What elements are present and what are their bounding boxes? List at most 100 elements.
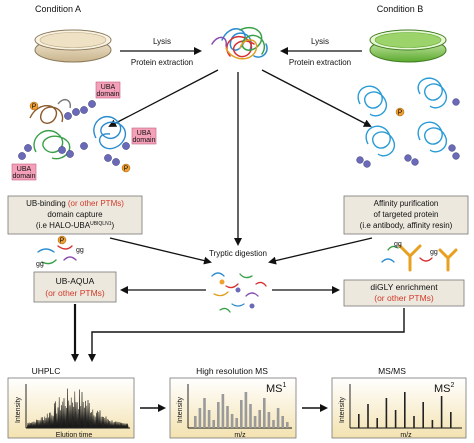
svg-text:P: P [60,238,65,245]
affinity-line-3: (i.e antibody, affinity resin) [360,221,453,230]
ms1-peak [198,408,202,428]
uba-domain-label: UBA [17,166,32,173]
ms2-peak [376,418,378,428]
svg-text:gg: gg [394,241,402,248]
uba-domain-label: domain [13,173,36,180]
ms1-peak [276,408,280,428]
ubiquitin-chain [356,98,460,168]
peptide-mixture-illustration [211,272,267,313]
ms2-title: MS/MS [378,366,406,376]
ms2-peak [422,402,424,428]
svg-text:P: P [32,104,37,111]
ms2-tag: MS2 [434,382,455,395]
affinity-line-1: Affinity purification [374,199,439,208]
petri-dish-b [369,29,447,63]
ms2-peak [358,414,360,428]
ms1-peak [230,414,234,428]
uhplc-ylabel: Intensity [15,396,22,423]
chromatogram-trace [26,388,129,429]
antibody-icon [398,244,422,272]
antibody-icon [438,248,458,272]
uba-domain-label: UBA [137,130,152,137]
ms1-peak [226,406,229,428]
uhplc-xlabel: Elution time [56,432,93,439]
ms1-peak [194,416,197,428]
protein-extraction-label-right: Protein extraction [289,58,351,67]
ms1-peak [212,420,215,428]
digly-enrichment-box [343,279,465,307]
ms2-peak [440,396,443,428]
ub-binding-example: (i.e HALO-UBAUBIQLN1) [36,221,115,230]
ms2-peak [450,412,452,428]
ub-aqua-ptm-note: (or other PTMs) [45,288,105,298]
svg-text:P: P [398,110,403,117]
ms1-ylabel: Intensity [177,396,184,423]
svg-text:P: P [124,166,129,173]
ms1-xlabel: m/z [234,432,246,439]
uba-domain-box [11,163,37,181]
ms2-xlabel: m/z [400,432,412,439]
ms1-peak [249,404,252,428]
ms1-peak [221,394,225,428]
uba-domain-label: domain [97,91,120,98]
ms1-peak [244,392,248,428]
phospho-site: P P [29,101,131,173]
protein-extraction-label-left: Protein extraction [131,58,193,67]
ms2-peak [367,404,369,428]
lysis-label-left: Lysis [153,37,171,46]
arrow-digly-to-uhplc [88,308,405,362]
affinity-illustration: P [356,77,460,168]
ub-aqua-illustration: P gg gg [36,235,84,268]
ubiquitin-chain [18,100,130,166]
digly-illustration: gg gg [381,241,458,272]
ms1-peak [203,398,206,428]
ms1-peak [253,416,257,428]
lysis-label-right: Lysis [311,37,329,46]
ms1-tag: MS1 [266,382,287,395]
ms2-peak [394,410,397,428]
condition-a-label: Condition A [35,4,81,14]
ms1-peak [240,400,243,428]
protein-lysate-illustration [211,26,268,60]
uba-domain-label: domain [133,137,156,144]
ms2-peak [404,392,406,428]
ms2-peak [413,416,415,428]
ms2-peak [385,398,388,428]
ms2-spectrum [358,392,452,428]
ub-binding-subtitle: domain capture [47,210,103,219]
arrow-capture-to-digestion [109,237,212,265]
ms1-spectrum [194,392,289,428]
uhplc-title: UHPLC [32,366,61,376]
svg-text:gg: gg [76,247,84,254]
digly-ptm-note: (or other PTMs) [374,293,434,303]
ms2-peak [431,420,434,428]
tryptic-digestion-label: Tryptic digestion [209,249,267,258]
ms1-peak [267,412,271,428]
arrow-lysate-to-domain-capture [108,69,219,127]
ub-aqua-title: UB-AQUA [56,276,95,286]
phospho-site: P [395,107,405,117]
uba-domain-box [131,127,157,145]
arrow-affinity-to-digestion [268,237,373,265]
ms1-peak [258,410,261,428]
petri-dish-a [34,29,112,63]
ms1-peak [235,418,238,428]
arrow-lysate-to-affinity [261,69,372,127]
ub-binding-capture-box [7,195,143,235]
ms1-peak [263,398,266,428]
svg-text:gg: gg [36,261,44,268]
ms1-peak [272,420,275,428]
uba-capture-illustration: UBA domain UBA domain UBA domain P P [11,81,157,181]
ms1-peak [286,422,289,428]
chromatogram-path [26,388,129,429]
uba-domain-label: UBA [101,84,116,91]
ub-binding-title: UB-binding (or other PTMs) [26,199,124,208]
ms2-ylabel: Intensity [339,396,346,423]
digly-title: diGLY enrichment [370,282,438,292]
ms1-title: High resolution MS [196,366,268,376]
condition-b-label: Condition B [377,4,424,14]
ub-aqua-box [33,271,117,303]
uba-domain-box [95,81,121,99]
